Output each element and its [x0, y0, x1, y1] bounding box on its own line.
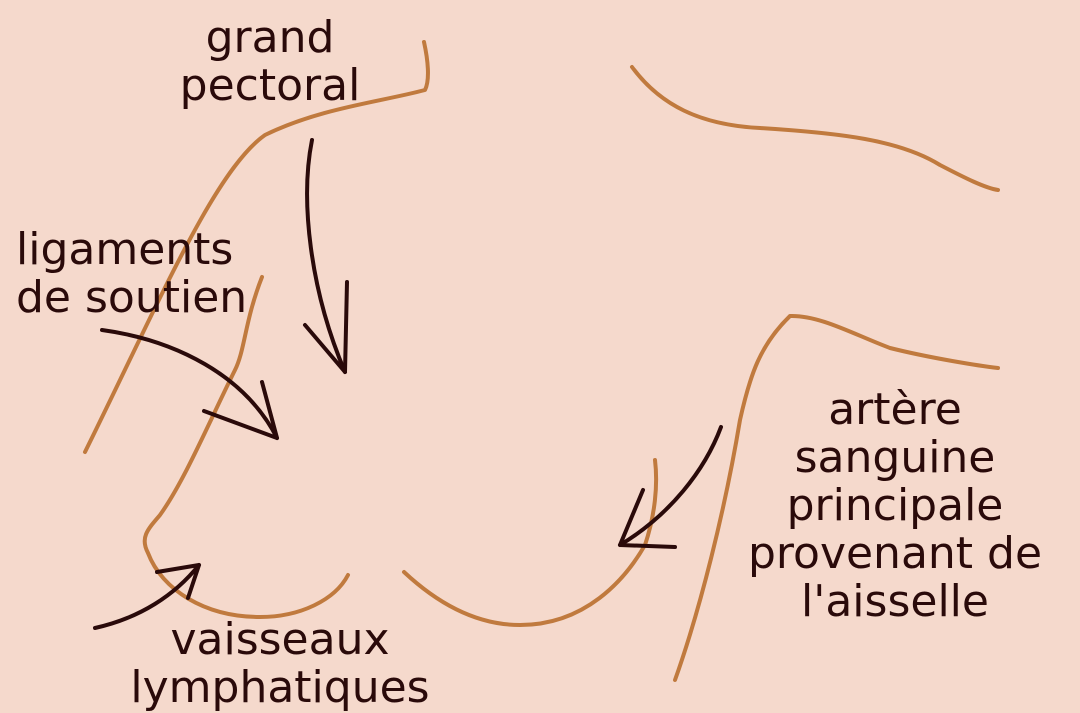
arm-outline — [673, 313, 1000, 682]
pectoral-arrowhead — [303, 280, 349, 374]
breast-outline-right — [402, 458, 659, 627]
label-grand-pectoral: grand pectoral — [160, 14, 380, 110]
pectoral-arrow — [305, 138, 347, 374]
label-grand-pectoral-line-2: pectoral — [179, 60, 361, 111]
label-artery-line-2: sanguine — [794, 432, 996, 483]
label-ligaments-de-soutien: ligaments de soutien — [16, 226, 247, 322]
ligaments-arrowhead — [202, 380, 279, 440]
label-lymph-line-2: lymphatiques — [130, 662, 430, 713]
ligaments-arrow — [100, 328, 279, 440]
artery-arrow — [618, 425, 723, 547]
lymph-arrow — [93, 563, 201, 630]
breast-outline-left — [142, 275, 350, 619]
label-lymph-line-1: vaisseaux — [170, 614, 390, 665]
label-artery-line-5: l'aisselle — [801, 576, 989, 627]
artery-arrowhead — [618, 488, 677, 549]
label-grand-pectoral-line-1: grand — [205, 12, 335, 63]
lymph-arrowhead — [155, 563, 201, 600]
label-artery-line-1: artère — [828, 384, 962, 435]
label-ligaments-line-2: de soutien — [16, 272, 248, 323]
label-ligaments-line-1: ligaments — [16, 224, 234, 275]
label-artery-line-4: provenant de — [747, 528, 1043, 579]
label-vaisseaux-lymphatiques: vaisseaux lymphatiques — [110, 616, 450, 712]
chest-outline-left — [83, 40, 430, 454]
label-artere-sanguine: artère sanguine principale provenant de … — [730, 386, 1060, 626]
shoulder-outline — [630, 65, 1000, 192]
label-artery-line-3: principale — [786, 480, 1004, 531]
